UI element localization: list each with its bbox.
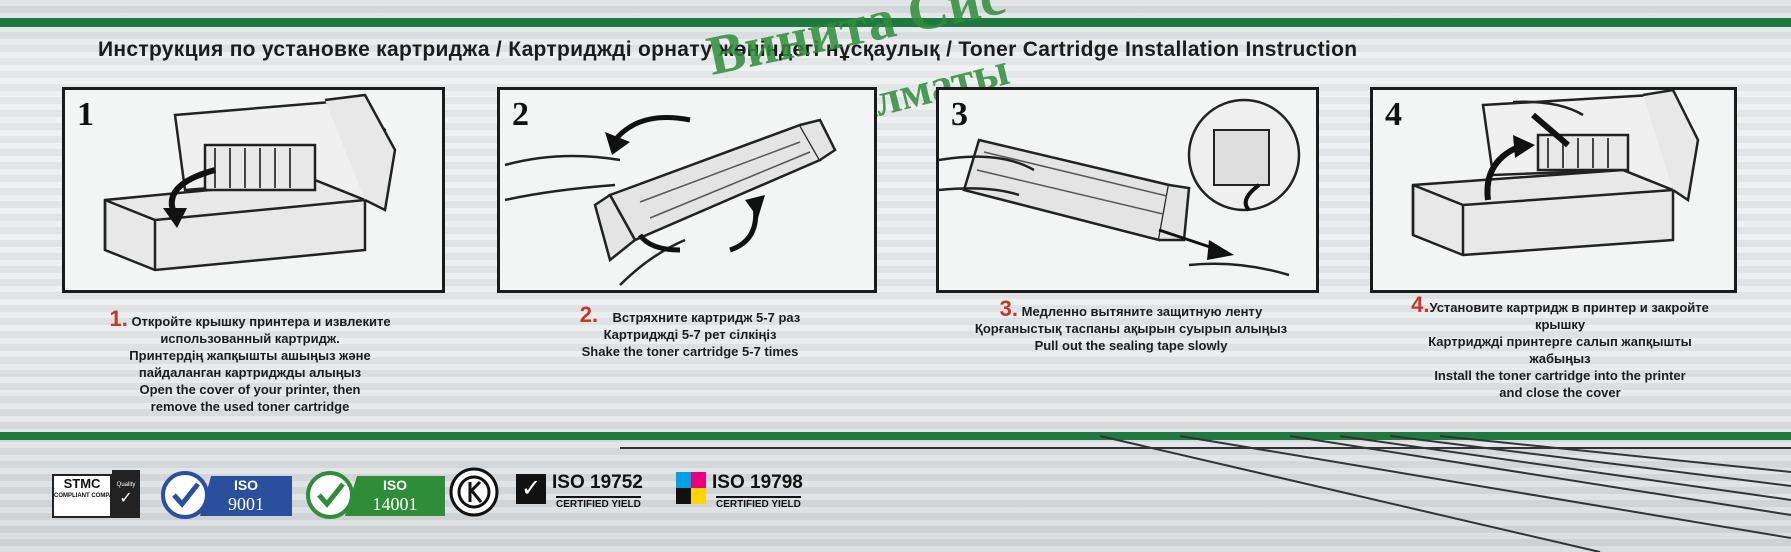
step-2-illustration: 2 xyxy=(497,87,877,293)
step-3-line: Pull out the sealing tape slowly xyxy=(1034,338,1228,353)
checkmark-icon: ✓ xyxy=(119,490,133,507)
step-4-line: Install the toner cartridge into the pri… xyxy=(1434,368,1686,383)
step-1-line: Откройте крышку принтера и извлеките xyxy=(131,314,391,329)
step-3-number: 3 xyxy=(951,96,968,133)
iso-19752-logo: ✓ ISO 19752 CERTIFIED YIELD xyxy=(516,466,656,526)
iso-19798-sub: CERTIFIED YIELD xyxy=(716,496,801,510)
step-4-line: Установите картридж в принтер и закройте xyxy=(1429,300,1709,315)
step-1-illustration: 1 xyxy=(62,87,445,293)
step-2-caption: 2. Встряхните картридж 5-7 раз Картриджд… xyxy=(505,304,875,360)
step-4-number: 4 xyxy=(1385,96,1402,133)
step-1-line: Принтердің жапқышты ашыңыз және xyxy=(129,348,371,363)
stmc-logo: STMC COMPLIANT COMPANY Quality ✓ xyxy=(52,466,142,526)
pull-sealing-tape-icon xyxy=(939,98,1301,277)
step-4-line: жабыңыз xyxy=(1529,351,1591,366)
step-1-caption-number: 1. xyxy=(109,306,128,331)
iso-19752-sub: CERTIFIED YIELD xyxy=(556,496,641,510)
iso-19752-label: ISO 19752 xyxy=(552,472,643,493)
step-1-number: 1 xyxy=(77,96,94,133)
iso-19798-logo: ISO 19798 CERTIFIED YIELD xyxy=(676,466,826,526)
stmc-label: STMC xyxy=(63,476,101,491)
cmyk-color-icon xyxy=(676,472,706,504)
step-1-line: использованный картридж. xyxy=(160,331,340,346)
step-3-line: Медленно вытяните защитную ленту xyxy=(1021,304,1263,319)
checkmark-icon: ✓ xyxy=(516,474,546,504)
step-1-line: пайдаланган картриджды алыңыз xyxy=(138,365,362,380)
iso-9001-logo: ISO 9001 xyxy=(160,466,300,526)
quality-badge-label: Quality xyxy=(116,482,136,488)
iso-19798-label: ISO 19798 xyxy=(712,472,803,493)
step-4-illustration: 4 xyxy=(1370,87,1737,293)
step-4-caption: 4.Установите картридж в принтер и закрой… xyxy=(1380,294,1740,401)
iso-14001-number: 14001 xyxy=(372,494,418,514)
step-4-caption-number: 4. xyxy=(1411,292,1430,317)
step-4-line: Картриджді принтерге салып жапқышты xyxy=(1428,334,1692,349)
k-certification-icon xyxy=(449,467,499,517)
iso-check-seal-icon xyxy=(161,471,209,519)
step-2-line: Встряхните картридж 5-7 раз xyxy=(612,310,801,325)
step-3-caption: 3. Медленно вытяните защитную ленту Қорғ… xyxy=(936,298,1326,354)
step-3-caption-number: 3. xyxy=(999,296,1018,321)
iso-9001-label: ISO xyxy=(233,477,259,493)
step-2-caption-number: 2. xyxy=(579,302,599,327)
step-2-number: 2 xyxy=(512,96,529,133)
step-3-illustration: 3 xyxy=(936,87,1319,293)
bottom-green-stripe xyxy=(0,432,1791,440)
install-close-cover-icon xyxy=(1411,90,1700,257)
step-1-caption: 1. Откройте крышку принтера и извлеките … xyxy=(70,308,430,415)
step-2-line: Картриджді 5-7 рет сілкіңіз xyxy=(603,327,777,342)
step-4-line: крышку xyxy=(1534,317,1586,332)
step-1-line: Open the cover of your printer, then xyxy=(139,382,361,397)
printer-open-cover-icon xyxy=(103,93,397,272)
iso-14001-logo: ISO 14001 xyxy=(305,466,455,526)
top-green-stripe xyxy=(0,18,1791,27)
step-2-line: Shake the toner cartridge 5-7 times xyxy=(581,344,799,359)
shake-cartridge-icon xyxy=(504,115,837,286)
page-title: Инструкция по установке картриджа / Карт… xyxy=(98,38,1358,61)
stmc-sub: COMPLIANT COMPANY xyxy=(54,493,122,499)
iso-9001-number: 9001 xyxy=(228,494,264,514)
step-4-line: and close the cover xyxy=(1499,385,1621,400)
iso-14001-label: ISO xyxy=(382,477,408,493)
step-1-line: remove the used toner cartridge xyxy=(150,399,350,414)
step-3-line: Қорғаныстық таспаны ақырын суырып алыңыз xyxy=(974,321,1288,336)
